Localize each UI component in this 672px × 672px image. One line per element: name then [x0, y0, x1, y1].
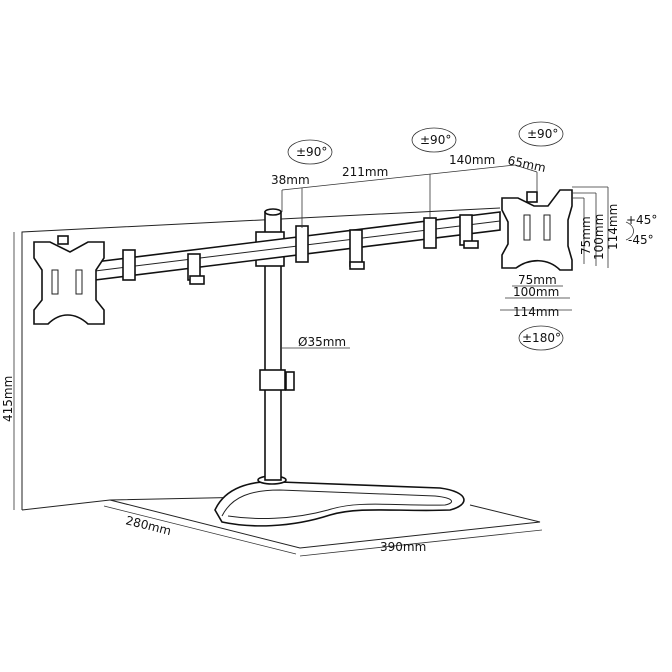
pole-diameter: Ø35mm	[298, 335, 346, 349]
vesa-v-75mm: 75mm	[579, 216, 593, 255]
rotation-label-180: ±180°	[522, 331, 561, 345]
rotation-label-middle: ±90°	[420, 133, 451, 147]
right-vesa-plate	[501, 189, 573, 271]
left-vesa-plate	[33, 235, 105, 325]
dim-211mm: 211mm	[342, 165, 388, 179]
height-415mm: 415mm	[1, 376, 15, 422]
vesa-h-75mm: 75mm	[518, 273, 557, 287]
dimension-lines	[281, 164, 634, 349]
dim-38mm: 38mm	[271, 173, 310, 187]
dimension-planes	[13, 207, 543, 557]
arm	[94, 211, 501, 285]
rotation-label-left: ±90°	[296, 145, 327, 159]
vesa-v-114mm: 114mm	[606, 204, 620, 250]
width-390mm: 390mm	[380, 540, 426, 554]
rotation-indicators	[287, 121, 564, 351]
tilt-down-label: -45°	[628, 233, 654, 247]
vesa-h-114mm: 114mm	[513, 305, 559, 319]
vesa-h-100mm: 100mm	[513, 285, 559, 299]
dim-65mm: 65mm	[506, 153, 547, 175]
tilt-up-label: +45°	[626, 213, 657, 227]
vesa-v-100mm: 100mm	[592, 214, 606, 260]
stand-base	[214, 475, 465, 527]
dim-140mm: 140mm	[449, 153, 495, 167]
rotation-label-right: ±90°	[527, 127, 558, 141]
